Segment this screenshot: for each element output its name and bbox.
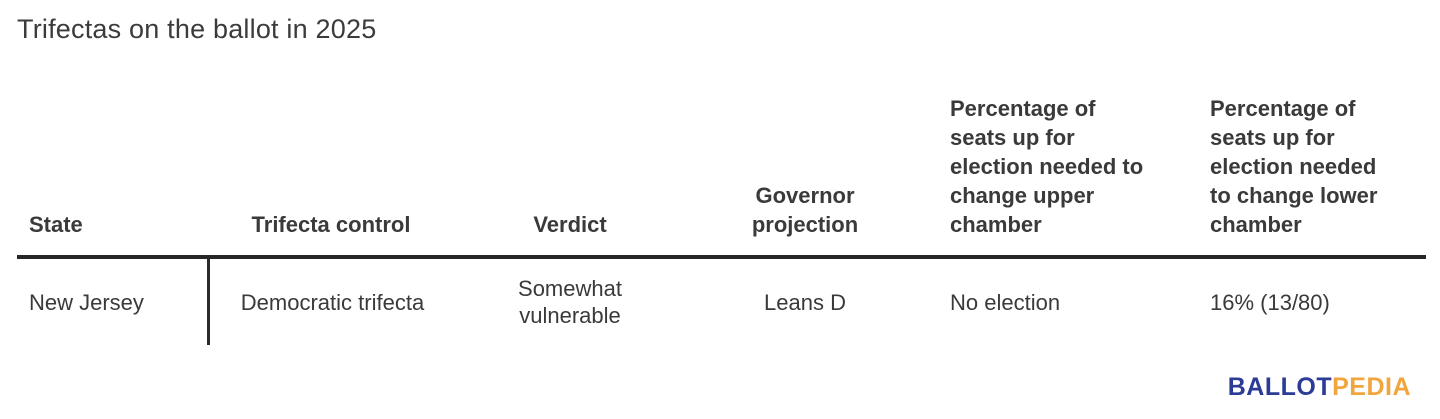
header-cell-verdict: Verdict (533, 212, 607, 237)
cell-state: New Jersey (29, 289, 144, 315)
cell-governor-projection: Leans D (764, 289, 846, 315)
trifectas-table: State Trifecta control Verdict Governor … (17, 0, 1426, 345)
table-row: New Jersey Democratic trifecta Somewhat … (17, 259, 1426, 345)
page-title: Trifectas on the ballot in 2025 (17, 14, 377, 44)
cell-lower-chamber-pct: 16% (13/80) (1210, 289, 1330, 315)
header-cell-lower-chamber-pct: Percentage of seats up for election need… (1210, 96, 1378, 237)
header-cell-governor-projection: Governor projection (751, 183, 859, 237)
ballotpedia-logo-pedia: PEDIA (1332, 373, 1411, 401)
header-cell-upper-chamber-pct: Percentage of seats up for election need… (950, 96, 1144, 237)
header-cell-trifecta-control: Trifecta control (251, 212, 411, 237)
cell-upper-chamber-pct: No election (950, 289, 1061, 315)
table-header-row: State Trifecta control Verdict Governor … (17, 94, 1426, 259)
ballotpedia-logo-ballot: BALLOT (1227, 373, 1333, 401)
cell-verdict: Somewhat vulnerable (518, 276, 622, 328)
header-cell-state: State (29, 212, 83, 237)
cell-trifecta-control: Democratic trifecta (207, 259, 455, 345)
ballotpedia-logo: BALLOTPEDIA (1228, 373, 1411, 402)
